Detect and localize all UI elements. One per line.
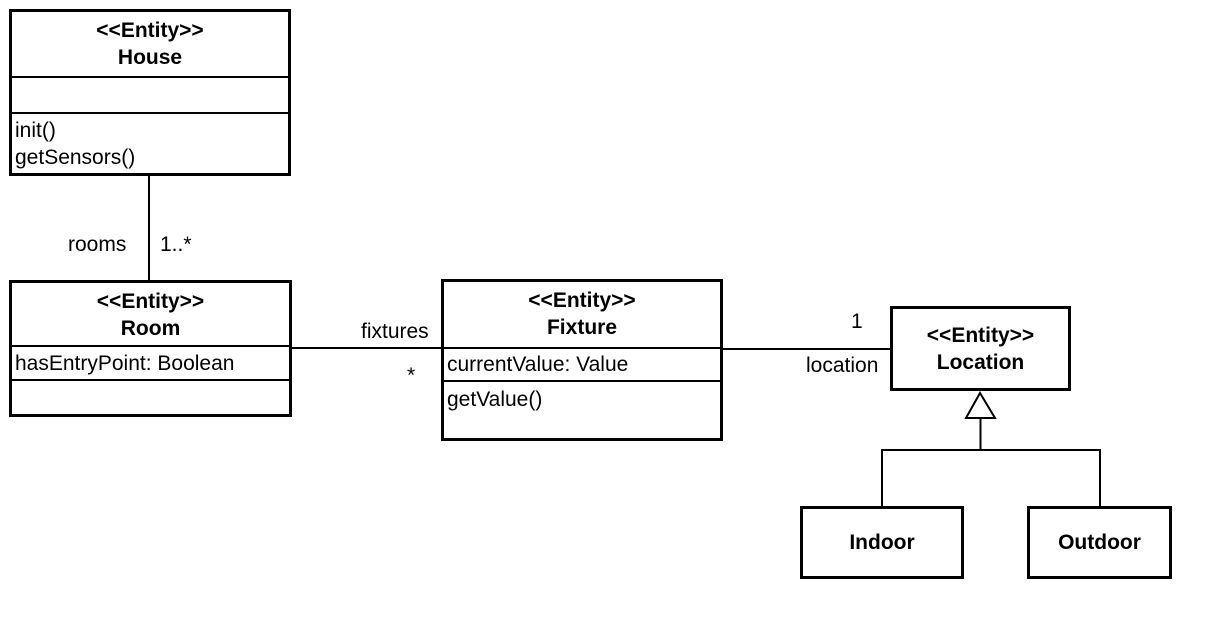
association-room-fixture <box>292 347 442 349</box>
role-label-rooms: rooms <box>68 233 127 256</box>
class-location[interactable]: <<Entity>> Location <box>890 306 1071 391</box>
class-fixture-header: <<Entity>> Fixture <box>444 282 720 349</box>
association-fixture-location <box>723 348 891 350</box>
class-indoor-name: Indoor <box>849 530 915 554</box>
operation: init() <box>15 119 56 142</box>
class-room-header: <<Entity>> Room <box>12 283 289 347</box>
class-house[interactable]: <<Entity>> House init() getSensors() <box>9 9 291 176</box>
class-house-attributes <box>12 78 288 114</box>
class-indoor[interactable]: Indoor <box>800 506 964 579</box>
operation: getSensors() <box>15 146 136 169</box>
multiplicity-label-location: 1 <box>851 310 863 333</box>
class-room-attributes: hasEntryPoint: Boolean <box>12 347 289 381</box>
generalization-triangle <box>964 391 997 419</box>
class-location-name: Location <box>936 351 1025 374</box>
class-room-name: Room <box>120 317 181 340</box>
attribute: currentValue: Value <box>447 353 629 376</box>
role-label-location: location <box>806 354 879 377</box>
operation: getValue() <box>447 388 543 411</box>
class-house-stereotype: <<Entity>> <box>96 19 204 42</box>
association-house-room <box>148 176 150 282</box>
class-house-name: House <box>117 46 183 69</box>
class-location-header: <<Entity>> Location <box>893 309 1068 376</box>
class-fixture-name: Fixture <box>546 316 617 339</box>
class-outdoor[interactable]: Outdoor <box>1027 506 1172 579</box>
class-fixture[interactable]: <<Entity>> Fixture currentValue: Value g… <box>441 279 723 441</box>
multiplicity-label-rooms: 1..* <box>160 233 192 256</box>
class-house-operations: init() getSensors() <box>12 114 288 171</box>
class-location-stereotype: <<Entity>> <box>926 324 1035 347</box>
class-fixture-operations: getValue() <box>444 382 720 413</box>
class-outdoor-name: Outdoor <box>1058 530 1141 554</box>
class-house-header: <<Entity>> House <box>12 12 288 78</box>
class-fixture-attributes: currentValue: Value <box>444 349 720 382</box>
multiplicity-label-fixtures: * <box>407 364 416 387</box>
class-room-stereotype: <<Entity>> <box>96 290 205 313</box>
attribute: hasEntryPoint: Boolean <box>15 352 235 375</box>
role-label-fixtures: fixtures <box>361 320 429 343</box>
class-fixture-stereotype: <<Entity>> <box>528 289 636 312</box>
class-room[interactable]: <<Entity>> Room hasEntryPoint: Boolean <box>9 280 292 417</box>
